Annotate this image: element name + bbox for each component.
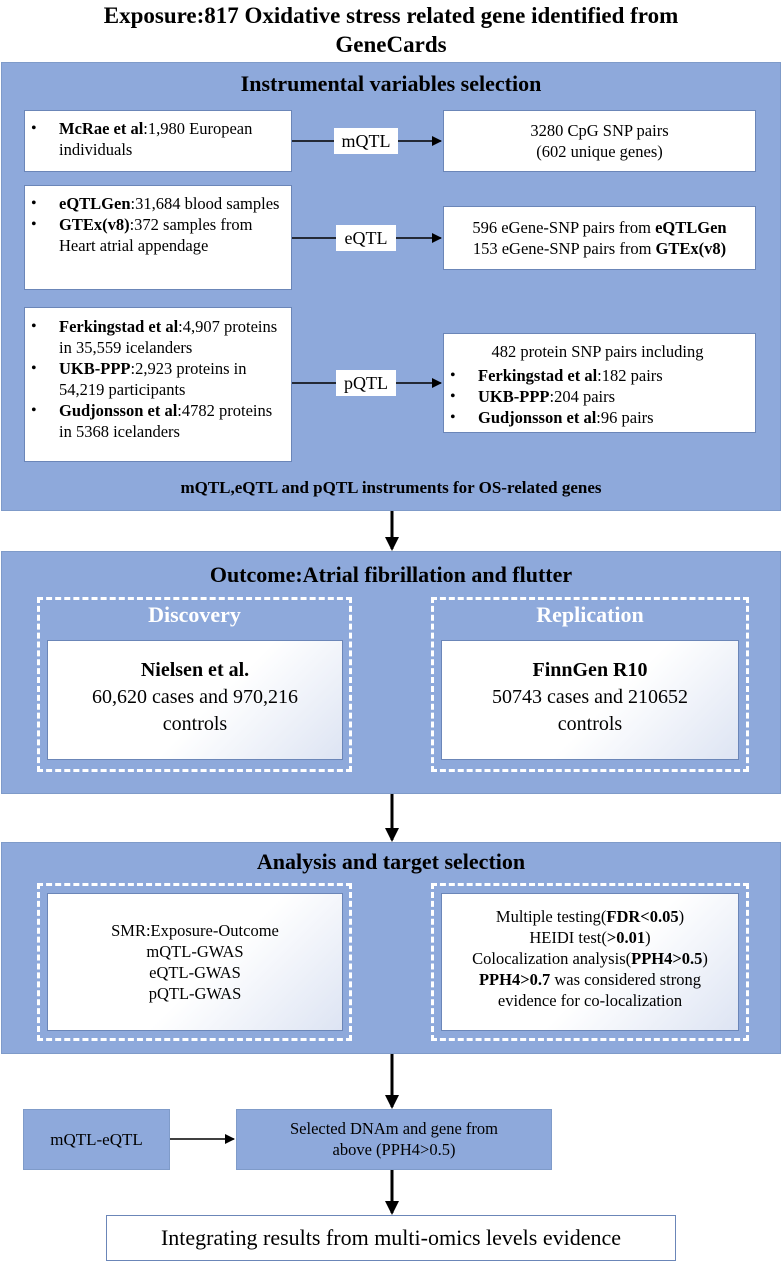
analysis-panel-title: Analysis and target selection	[256, 849, 526, 874]
pqtl-source-box: Ferkingstad et al:4,907 proteins in 35,5…	[24, 307, 292, 462]
mcrae-source-box: McRae et al:1,980 European individuals	[24, 110, 292, 172]
replication-line2: controls	[557, 713, 623, 735]
pqtl-output-box: 482 protein SNP pairs including Ferkings…	[443, 333, 756, 433]
outcome-panel-title: Outcome:Atrial fibrillation and flutter	[209, 562, 573, 587]
discovery-line1: 60,620 cases and 970,216	[91, 686, 299, 708]
ferkingstad-item: Ferkingstad et al:4,907 proteins in 35,5…	[31, 316, 287, 358]
discovery-label: Discovery	[148, 602, 241, 627]
iv-panel-title: Instrumental variables selection	[240, 71, 542, 96]
criteria-pph4-strong: PPH4>0.7 was considered strong	[478, 970, 702, 989]
replication-label: Replication	[536, 602, 644, 627]
diagram-title-line2: GeneCards	[335, 32, 447, 57]
pqtl-arrow-label: pQTL	[336, 370, 396, 396]
criteria-box: Multiple testing(FDR<0.05) HEIDI test(>0…	[441, 893, 739, 1031]
selected-dnam-box: Selected DNAm and gene from above (PPH4>…	[236, 1109, 552, 1170]
eqtlgen-item: eQTLGen:31,684 blood samples	[31, 193, 287, 214]
smr-line2: mQTL-GWAS	[146, 942, 244, 961]
diagram-title-line1: Exposure:817 Oxidative stress related ge…	[103, 3, 679, 28]
smr-dashed-frame	[37, 883, 352, 1041]
final-integration-label: Integrating results from multi-omics lev…	[160, 1225, 622, 1250]
pqtl-output-ferkingstad: Ferkingstad et al:182 pairs	[450, 365, 751, 386]
eqtl-output-box: 596 eGene-SNP pairs from eQTLGen 153 eGe…	[443, 206, 756, 270]
replication-study-name: FinnGen R10	[532, 659, 648, 681]
criteria-dashed-frame	[431, 883, 749, 1041]
eqtl-source-box: eQTLGen:31,684 blood samples GTEx(v8):37…	[24, 185, 292, 290]
selected-line2: above (PPH4>0.5)	[332, 1140, 456, 1159]
gudjonsson-item: Gudjonsson et al:4782 proteins in 5368 i…	[31, 400, 287, 442]
pqtl-output-head: 482 protein SNP pairs including	[491, 342, 704, 361]
mqtl-eqtl-box: mQTL-eQTL	[23, 1109, 170, 1170]
discovery-box: Nielsen et al. 60,620 cases and 970,216 …	[47, 640, 343, 760]
replication-line1: 50743 cases and 210652	[491, 686, 689, 708]
smr-line4: pQTL-GWAS	[148, 984, 242, 1003]
smr-line1: SMR:Exposure-Outcome	[111, 921, 279, 940]
replication-dashed-frame	[431, 597, 749, 772]
eqtl-arrow-label: eQTL	[336, 225, 396, 251]
gtex-item: GTEx(v8):372 samples from Heart atrial a…	[31, 214, 287, 256]
mqtl-output-line1: 3280 CpG SNP pairs	[530, 121, 669, 140]
smr-box: SMR:Exposure-Outcome mQTL-GWAS eQTL-GWAS…	[47, 893, 343, 1031]
pqtl-output-ukbppp: UKB-PPP:204 pairs	[450, 386, 751, 407]
final-integration-box: Integrating results from multi-omics lev…	[106, 1215, 676, 1261]
selected-line1: Selected DNAm and gene from	[289, 1119, 498, 1138]
mqtl-arrow-label: mQTL	[334, 128, 398, 154]
pqtl-output-gudjonsson: Gudjonsson et al:96 pairs	[450, 407, 751, 428]
smr-line3: eQTL-GWAS	[149, 963, 241, 982]
criteria-coloc: Colocalization analysis(PPH4>0.5)	[472, 949, 708, 968]
mcrae-item: McRae et al:1,980 European individuals	[31, 118, 287, 160]
criteria-evidence: evidence for co-localization	[497, 991, 683, 1010]
replication-box: FinnGen R10 50743 cases and 210652 contr…	[441, 640, 739, 760]
mqtl-output-box: 3280 CpG SNP pairs (602 unique genes)	[443, 110, 756, 172]
criteria-fdr: Multiple testing(FDR<0.05)	[495, 907, 685, 926]
mqtl-output-line2: (602 unique genes)	[536, 142, 663, 161]
discovery-dashed-frame	[37, 597, 352, 772]
eqtl-output-line1: 596 eGene-SNP pairs from eQTLGen	[472, 218, 727, 237]
eqtl-output-line2: 153 eGene-SNP pairs from GTEx(v8)	[472, 239, 727, 258]
iv-panel-footer: mQTL,eQTL and pQTL instruments for OS-re…	[180, 478, 602, 497]
discovery-line2: controls	[162, 713, 228, 735]
criteria-heidi: HEIDI test(>0.01)	[529, 928, 651, 947]
mqtl-eqtl-label: mQTL-eQTL	[50, 1129, 143, 1149]
discovery-study-name: Nielsen et al.	[140, 659, 250, 681]
ukbppp-item: UKB-PPP:2,923 proteins in 54,219 partici…	[31, 358, 287, 400]
